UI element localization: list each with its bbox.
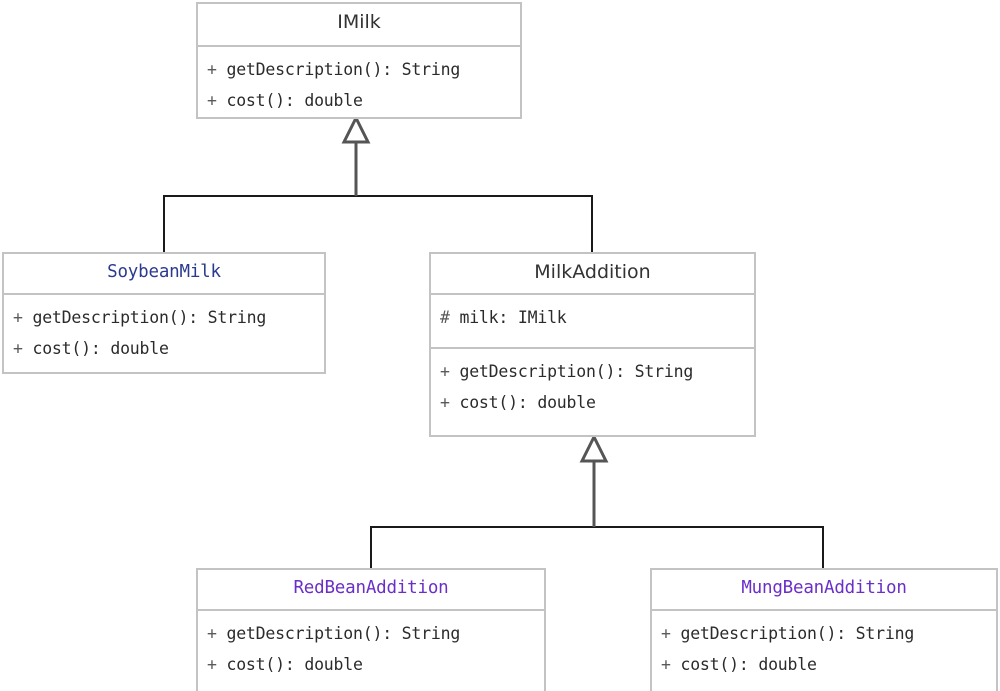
class-title-imilk: IMilk	[337, 11, 381, 33]
class-box-imilk[interactable]: IMilk + getDescription(): String + cost(…	[196, 2, 522, 119]
method-row: + cost(): double	[13, 333, 315, 364]
visibility-marker: +	[440, 393, 460, 412]
generalization-to-milkaddition	[370, 433, 824, 568]
method-row: + cost(): double	[661, 649, 987, 680]
method-row: + cost(): double	[440, 387, 745, 418]
methods-compartment-imilk: + getDescription(): String + cost(): dou…	[198, 47, 520, 125]
visibility-marker: +	[661, 624, 681, 643]
class-title-milkaddition: MilkAddition	[534, 261, 651, 283]
visibility-marker: +	[13, 308, 33, 327]
method-signature: getDescription(): String	[459, 362, 694, 381]
class-box-mungbeanaddition[interactable]: MungBeanAddition + getDescription(): Str…	[650, 568, 998, 691]
class-title-row-soybeanmilk: SoybeanMilk	[4, 254, 324, 295]
class-box-soybeanmilk[interactable]: SoybeanMilk + getDescription(): String +…	[2, 252, 326, 374]
visibility-marker: +	[661, 655, 681, 674]
method-row: + cost(): double	[207, 85, 511, 116]
class-title-row-imilk: IMilk	[198, 4, 520, 47]
method-signature: getDescription(): String	[32, 308, 267, 327]
method-row: + getDescription(): String	[661, 618, 987, 649]
attribute-row: # milk: IMilk	[440, 302, 745, 333]
visibility-marker: +	[207, 655, 227, 674]
generalization-arrowhead-milkaddition	[579, 433, 609, 463]
class-box-redbeanaddition[interactable]: RedBeanAddition + getDescription(): Stri…	[196, 568, 546, 691]
visibility-marker: +	[13, 339, 33, 358]
method-signature: cost(): double	[226, 655, 363, 674]
class-title-soybeanmilk: SoybeanMilk	[107, 262, 221, 282]
method-signature: getDescription(): String	[226, 624, 461, 643]
generalization-to-imilk	[163, 114, 593, 252]
methods-compartment-milkaddition: + getDescription(): String + cost(): dou…	[431, 347, 754, 427]
methods-compartment-soybeanmilk: + getDescription(): String + cost(): dou…	[4, 295, 324, 373]
methods-compartment-mungbeanaddition: + getDescription(): String + cost(): dou…	[652, 611, 996, 689]
class-title-mungbeanaddition: MungBeanAddition	[741, 578, 907, 598]
class-title-redbeanaddition: RedBeanAddition	[293, 578, 449, 598]
method-signature: cost(): double	[226, 91, 363, 110]
method-row: + getDescription(): String	[207, 54, 511, 85]
visibility-marker: +	[207, 60, 227, 79]
visibility-marker: +	[440, 362, 460, 381]
class-title-row-mungbeanaddition: MungBeanAddition	[652, 570, 996, 611]
method-signature: cost(): double	[680, 655, 817, 674]
attributes-compartment-milkaddition: # milk: IMilk	[431, 295, 754, 347]
method-signature: cost(): double	[32, 339, 169, 358]
attribute-signature: milk: IMilk	[459, 308, 567, 327]
visibility-marker: #	[440, 308, 460, 327]
methods-compartment-redbeanaddition: + getDescription(): String + cost(): dou…	[198, 611, 544, 689]
class-title-row-milkaddition: MilkAddition	[431, 254, 754, 295]
class-box-milkaddition[interactable]: MilkAddition # milk: IMilk + getDescript…	[429, 252, 756, 437]
visibility-marker: +	[207, 91, 227, 110]
method-signature: cost(): double	[459, 393, 596, 412]
method-signature: getDescription(): String	[680, 624, 915, 643]
method-row: + getDescription(): String	[207, 618, 535, 649]
class-title-row-redbeanaddition: RedBeanAddition	[198, 570, 544, 611]
method-row: + getDescription(): String	[13, 302, 315, 333]
method-row: + getDescription(): String	[440, 356, 745, 387]
visibility-marker: +	[207, 624, 227, 643]
method-signature: getDescription(): String	[226, 60, 461, 79]
method-row: + cost(): double	[207, 649, 535, 680]
